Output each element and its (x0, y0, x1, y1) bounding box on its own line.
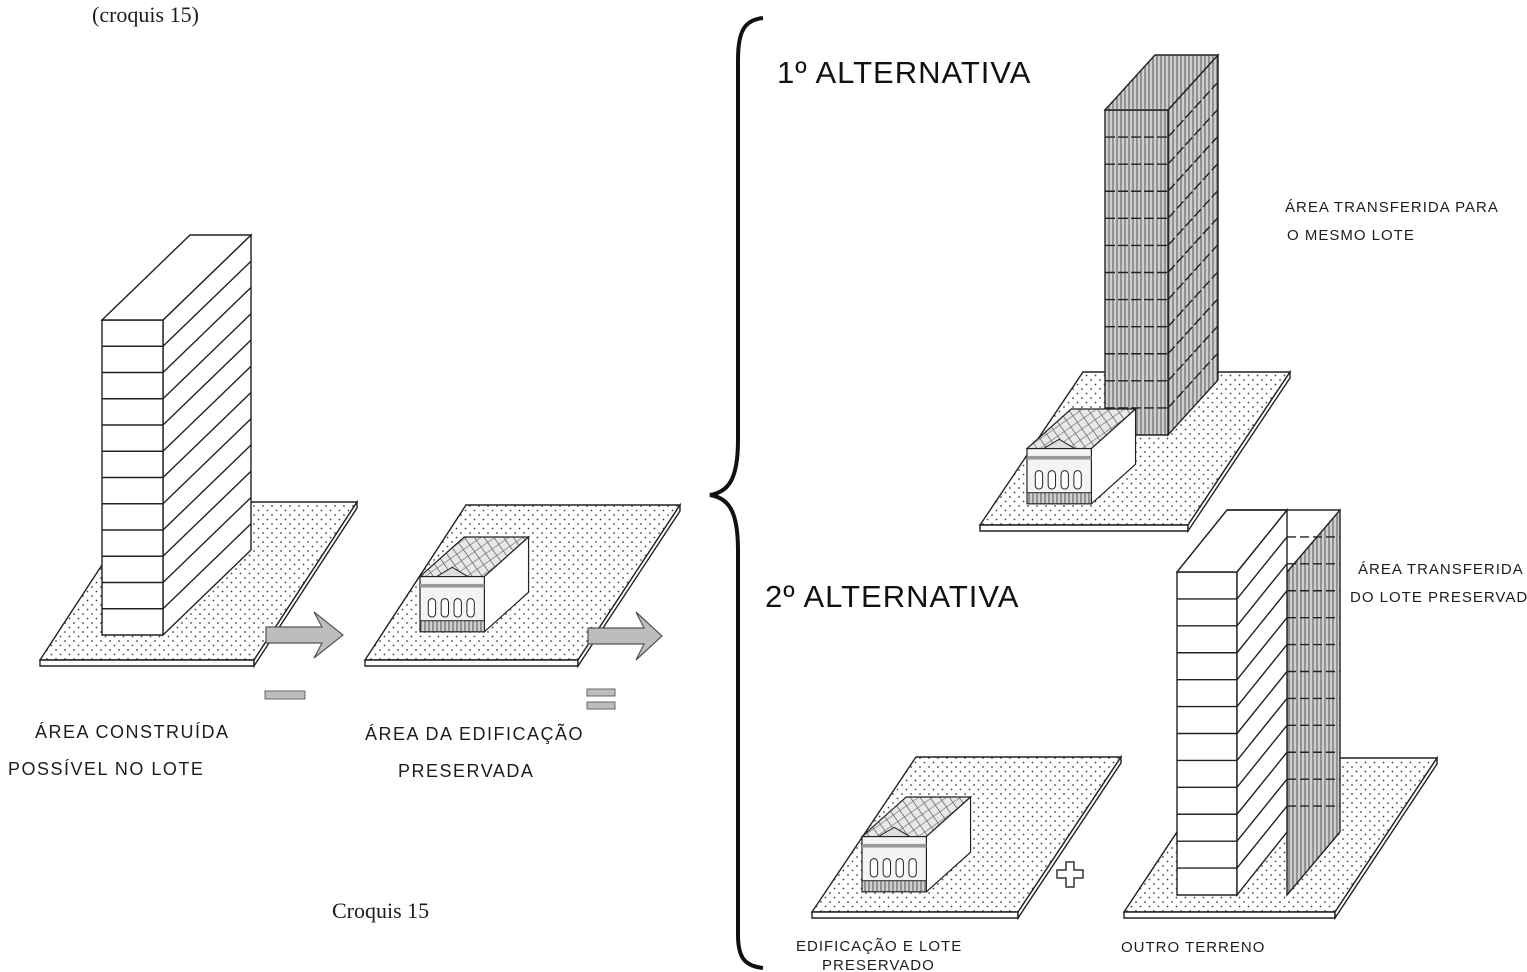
alt1-note-line1: ÁREA TRANSFERIDA PARA (1285, 199, 1499, 216)
arch-door (908, 858, 917, 878)
arch-door (895, 858, 904, 878)
floor-line (162, 391, 252, 479)
floor-line (162, 418, 252, 505)
floor-line (162, 496, 252, 584)
building-possible (100, 233, 253, 637)
label-built-line2: POSSÍVEL NO LOTE (8, 759, 204, 779)
alt2-note-line1: ÁREA TRANSFERIDA (1358, 561, 1524, 578)
curly-brace (709, 16, 764, 970)
tower-transferred (1103, 53, 1220, 437)
floor-line (162, 523, 252, 610)
floor-line (1236, 751, 1288, 815)
arch-door (882, 858, 892, 878)
floor-line (1167, 81, 1219, 138)
arch-door (453, 598, 462, 618)
base-grille (419, 620, 485, 633)
building-other-terrain (1175, 508, 1341, 898)
floor-line (1167, 271, 1219, 328)
label-preserved-line1: ÁREA DA EDIFICAÇÃO (365, 723, 584, 744)
floor-line (162, 313, 252, 400)
arch-door (466, 598, 475, 618)
arrow-right-icon (587, 611, 663, 661)
arch-door (1073, 470, 1082, 490)
floor-line (162, 260, 252, 347)
label-preserved-line2: PRESERVADA (398, 761, 534, 781)
label-built-line1: ÁREA CONSTRUÍDA (35, 722, 230, 742)
header-text: (croquis 15) (92, 2, 199, 27)
preserved-house (418, 535, 531, 634)
pediment (434, 566, 470, 578)
floor-line (162, 470, 252, 557)
alt2-label-right: OUTRO TERRENO (1121, 939, 1265, 956)
floor-line (1167, 325, 1219, 382)
floor-line (1236, 724, 1288, 788)
arch-door (1034, 470, 1044, 490)
floor-line (1167, 108, 1219, 165)
floor-line (1236, 697, 1288, 761)
floor-line (1236, 805, 1288, 869)
floor-line (1167, 189, 1219, 246)
floor-line (1167, 135, 1219, 192)
floor-line (162, 365, 252, 452)
floor-line (1236, 563, 1288, 627)
pediment (1041, 438, 1077, 450)
floor-line (1236, 671, 1288, 734)
floor-line (162, 339, 252, 426)
arch-door (1047, 470, 1057, 490)
plus-icon (1056, 861, 1084, 888)
floor-line (1236, 644, 1288, 708)
arrow-right-icon (265, 611, 344, 659)
alt1-note-line2: O MESMO LOTE (1287, 227, 1415, 244)
floor-line (1167, 162, 1219, 219)
cornice (862, 843, 927, 848)
pediment (876, 826, 912, 838)
alt2-label-left-line2: PRESERVADO (822, 957, 935, 972)
floor-line (1167, 244, 1219, 301)
arch-door (427, 598, 437, 618)
floor-line (162, 444, 252, 531)
base-grille (861, 880, 927, 893)
base-grille (1026, 492, 1092, 505)
arch-door (440, 598, 450, 618)
floor-line (1236, 536, 1288, 600)
arch-door (869, 858, 879, 878)
floor-line (162, 286, 252, 374)
alt2-title: 2º ALTERNATIVA (765, 579, 1019, 614)
floor-line (1236, 590, 1288, 654)
alt2-label-left-line1: EDIFICAÇÃO E LOTE (796, 938, 962, 955)
floor-line (1167, 352, 1219, 409)
minus-sign (264, 690, 306, 700)
floor-line (1236, 617, 1288, 681)
alt2-note-line2: DO LOTE PRESERVADO (1350, 589, 1527, 606)
floor-line (1167, 217, 1219, 273)
floor-line (1236, 778, 1288, 842)
cornice (420, 583, 485, 588)
preserved-house (1025, 407, 1138, 506)
caption: Croquis 15 (332, 898, 429, 923)
alt1-title: 1º ALTERNATIVA (777, 55, 1031, 90)
floor-line (1167, 298, 1219, 355)
equals-sign (586, 688, 616, 710)
cornice (1027, 455, 1092, 460)
arch-door (1060, 470, 1069, 490)
preserved-house (860, 795, 973, 894)
